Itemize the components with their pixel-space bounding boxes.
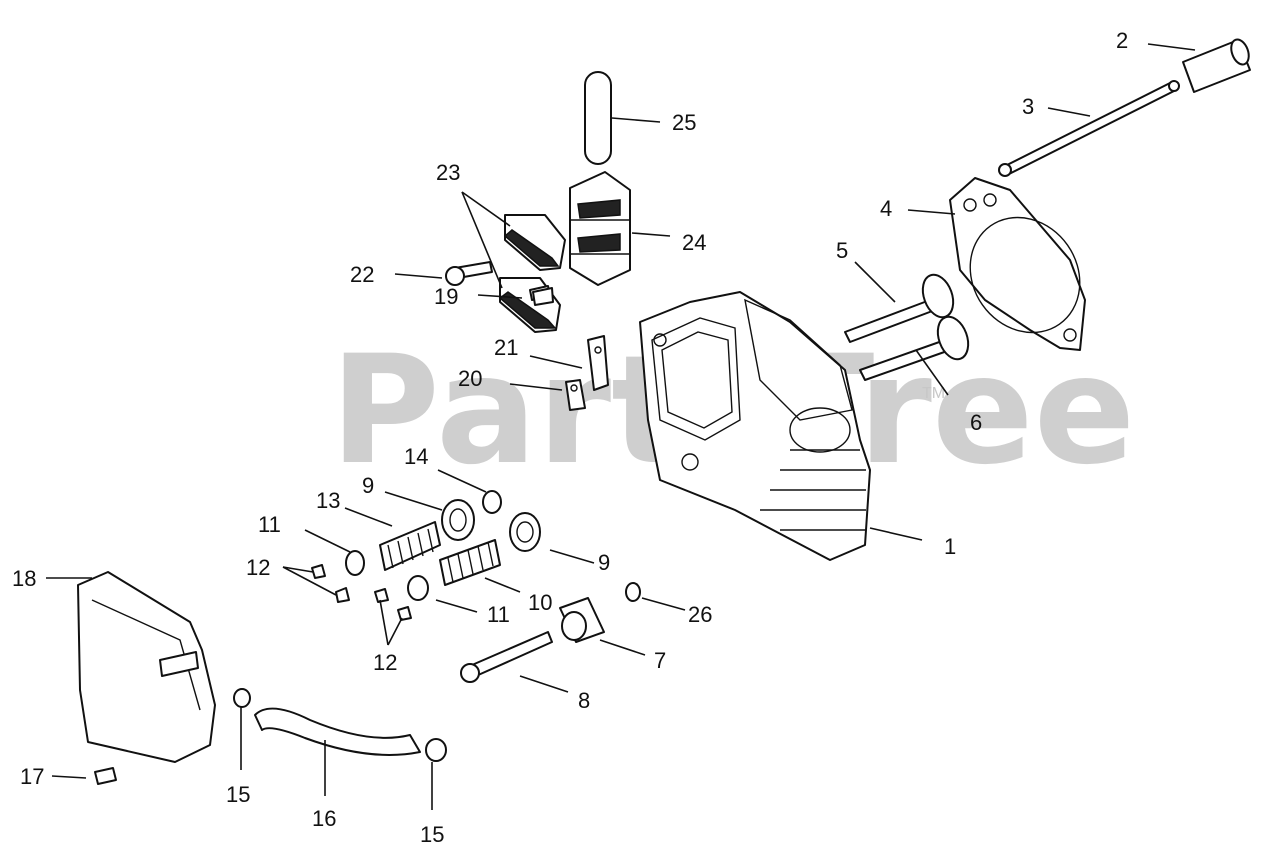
part-15-clamp-left	[233, 688, 251, 708]
callout-2: 2	[1116, 28, 1128, 53]
callout-9-lower: 9	[598, 550, 610, 575]
callout-15-right: 15	[420, 822, 444, 847]
callout-3: 3	[1022, 94, 1034, 119]
part-11-washer-lower	[407, 575, 429, 601]
callout-11-lower: 11	[487, 602, 510, 627]
callout-26: 26	[688, 602, 712, 627]
callout-labels: 1 2 3 4 5 6 7 8 9 9 10 11 11 12 12 13 14…	[12, 28, 1128, 847]
part-2-sleeve	[1182, 38, 1251, 93]
part-15-clamp-right	[425, 738, 447, 762]
part-16-breather-hose	[254, 707, 421, 756]
part-6-valve	[859, 315, 970, 381]
callout-16: 16	[312, 806, 336, 831]
callout-7: 7	[654, 648, 666, 673]
part-9-retainer-upper	[441, 499, 475, 541]
callout-5: 5	[836, 238, 848, 263]
callout-13: 13	[316, 488, 340, 513]
callout-14: 14	[404, 444, 428, 469]
callout-12-lower: 12	[373, 650, 397, 675]
callout-4: 4	[880, 196, 892, 221]
part-19-screw	[529, 285, 554, 306]
part-22-bolt	[445, 261, 493, 286]
callout-25: 25	[672, 110, 696, 135]
part-4-head-gasket	[949, 177, 1086, 351]
part-20-bracket	[565, 379, 586, 411]
part-17-screw	[94, 767, 117, 785]
callout-24: 24	[682, 230, 706, 255]
part-9-retainer-lower	[509, 512, 541, 552]
part-24-rocker-support	[569, 171, 631, 286]
part-3-push-rod	[998, 80, 1180, 177]
part-cylinder-head	[639, 291, 871, 561]
callout-8: 8	[578, 688, 590, 713]
part-10-valve-spring	[439, 539, 501, 586]
callout-15-left: 15	[226, 782, 250, 807]
part-14-cap	[482, 490, 502, 514]
leader-lines	[46, 43, 1196, 810]
part-21-plate	[587, 335, 609, 391]
callout-20: 20	[458, 366, 482, 391]
part-12-keepers-upper	[311, 564, 350, 603]
callout-21: 21	[494, 335, 518, 360]
part-7-spacer	[559, 597, 605, 643]
callout-1: 1	[944, 534, 956, 559]
part-13-valve-spring	[379, 521, 441, 571]
callout-17: 17	[20, 764, 44, 789]
part-18-valve-cover	[77, 571, 216, 763]
part-8-bolt	[460, 631, 553, 683]
callout-9-upper: 9	[362, 473, 374, 498]
part-26-washer	[625, 582, 641, 602]
part-23-rocker-arm-upper	[503, 214, 566, 271]
part-11-washer-upper	[345, 550, 365, 576]
callout-19: 19	[434, 284, 458, 309]
callout-11-upper: 11	[258, 512, 281, 537]
callout-23: 23	[436, 160, 460, 185]
watermark-trademark: TM	[922, 385, 945, 402]
callout-6: 6	[970, 410, 982, 435]
part-12-keepers-lower	[374, 588, 412, 621]
callout-12-upper: 12	[246, 555, 270, 580]
callout-10: 10	[528, 590, 552, 615]
part-25-rod	[584, 71, 612, 165]
callout-18: 18	[12, 566, 36, 591]
callout-22: 22	[350, 262, 374, 287]
